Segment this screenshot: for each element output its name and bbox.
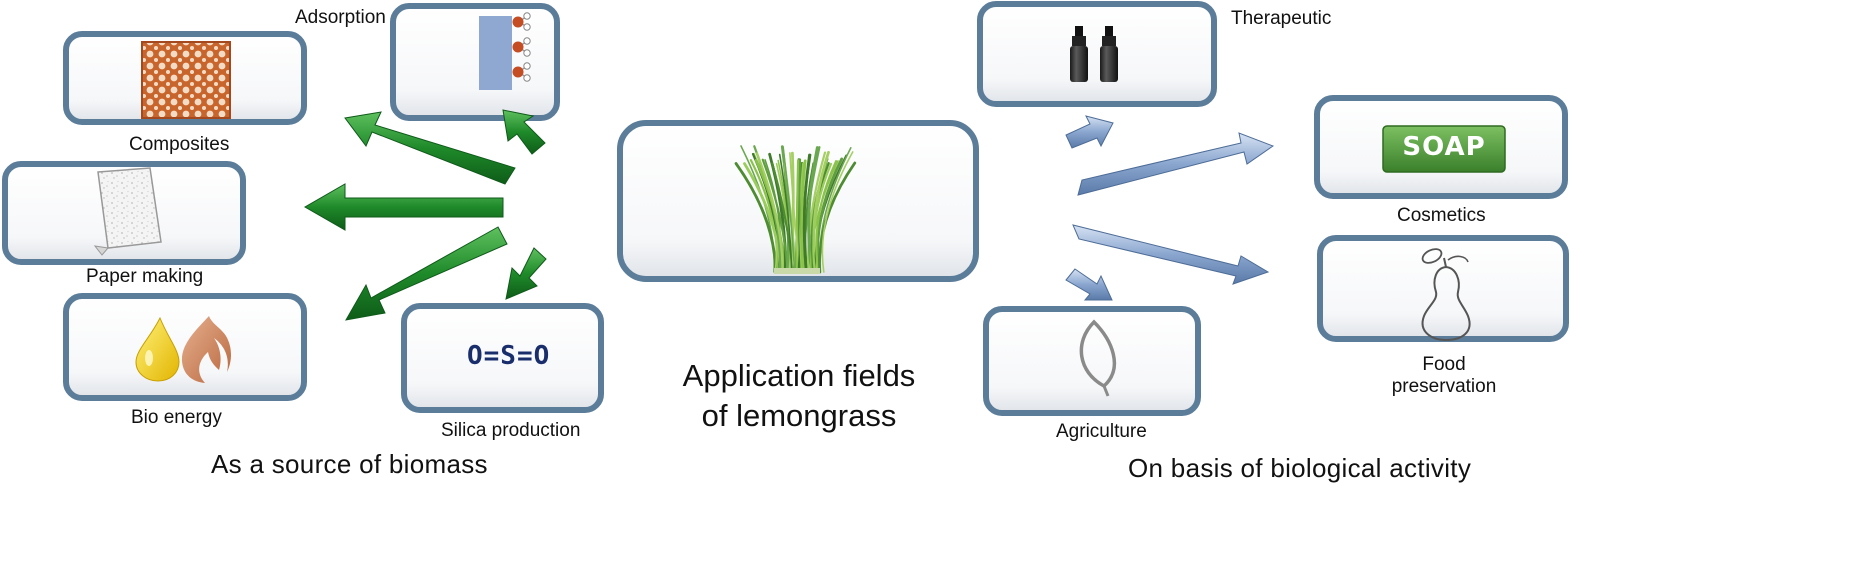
- food-label-line1: Food: [1422, 354, 1466, 375]
- right-group-caption: On basis of biological activity: [1128, 453, 1472, 483]
- food-label-line2: preservation: [1391, 375, 1497, 397]
- lemongrass-icon: [734, 145, 857, 274]
- box-agriculture: [983, 306, 1201, 416]
- leaf-icon: [1079, 319, 1117, 397]
- arrow-to-therapeutic: [1065, 115, 1114, 149]
- box-adsorption: [390, 3, 560, 121]
- water-molecule-icon: [512, 12, 531, 31]
- arrow-to-food-preservation: [1072, 224, 1270, 285]
- adsorbent-surface-icon: [479, 12, 531, 90]
- agriculture-label: Agriculture: [1056, 421, 1147, 442]
- flame-icon: [181, 316, 231, 383]
- box-therapeutic: [977, 1, 1217, 107]
- box-silica-production: [401, 303, 604, 413]
- box-food-preservation: [1317, 235, 1569, 342]
- silica-formula: O=S=O: [467, 341, 551, 371]
- soap-bar-text: SOAP: [1402, 132, 1486, 162]
- food-preservation-label: Food preservation: [1366, 354, 1522, 398]
- center-title-line2: of lemongrass: [701, 398, 897, 434]
- therapeutic-label: Therapeutic: [1231, 8, 1332, 29]
- arrow-to-silica-production: [505, 247, 547, 300]
- cosmetics-label: Cosmetics: [1397, 205, 1486, 226]
- paper-making-label: Paper making: [86, 266, 204, 287]
- soap-bar-icon: [1382, 125, 1506, 173]
- arrow-to-bio-energy: [345, 226, 508, 321]
- dropper-bottle-icon: [1070, 26, 1088, 82]
- bio-energy-label: Bio energy: [131, 407, 222, 428]
- oil-drop-icon: [135, 316, 180, 382]
- water-molecule-icon: [512, 62, 531, 82]
- center-title: Application fields of lemongrass: [664, 356, 934, 437]
- adsorption-label: Adsorption: [295, 7, 386, 28]
- arrow-to-agriculture: [1065, 268, 1113, 301]
- silica-production-label: Silica production: [441, 420, 581, 441]
- paper-sheet-icon: [93, 167, 162, 256]
- water-molecule-icon: [512, 37, 531, 57]
- woven-composite-icon: [141, 41, 231, 119]
- composites-label: Composites: [129, 134, 230, 155]
- arrow-to-paper-making: [303, 183, 504, 231]
- left-group-caption: As a source of biomass: [211, 449, 488, 479]
- dropper-bottle-icon: [1100, 26, 1118, 82]
- arrow-to-composites: [344, 111, 516, 185]
- arrow-to-adsorption: [502, 109, 546, 155]
- arrow-to-cosmetics: [1077, 132, 1275, 196]
- pear-icon: [1421, 248, 1471, 342]
- center-title-line1: Application fields: [682, 358, 916, 393]
